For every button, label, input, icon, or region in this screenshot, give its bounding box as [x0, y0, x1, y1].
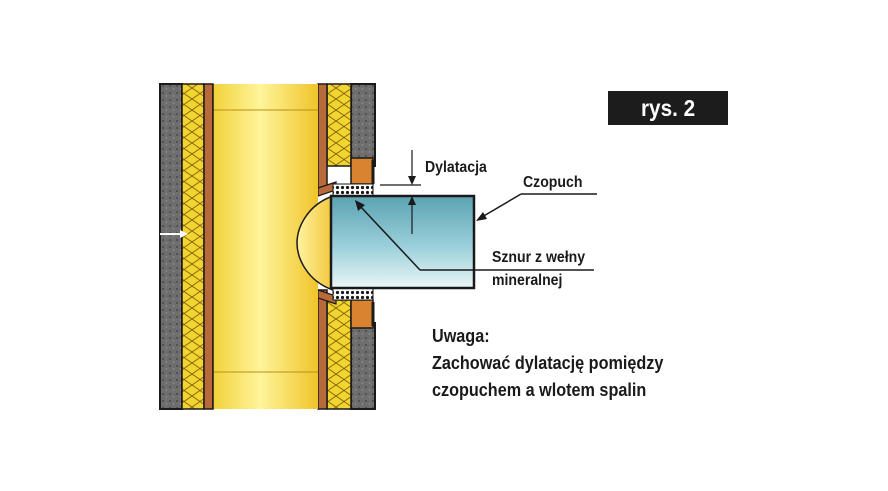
mineral-wool-rope	[332, 183, 374, 301]
connector-leader	[476, 193, 597, 221]
note-line-1: Zachować dylatację pomiędzy	[432, 353, 664, 373]
sealing-collar	[350, 157, 375, 329]
connector-label: Czopuch	[523, 174, 583, 191]
rope-leader	[355, 200, 594, 271]
note-title: Uwaga:	[432, 326, 490, 346]
rope-label-line2: mineralnej	[492, 272, 563, 289]
connector-pipe	[329, 194, 476, 290]
dilatation-dimension	[380, 150, 421, 234]
left-arrow-marker	[160, 230, 188, 238]
dilatation-label: Dylatacja	[425, 159, 487, 176]
note-line-2: czopuchem a wlotem spalin	[432, 380, 647, 400]
tee-inlet-dome	[296, 194, 334, 292]
figure-number-badge: rys. 2	[608, 91, 728, 125]
rope-label-line1: Sznur z wełny	[492, 249, 586, 266]
